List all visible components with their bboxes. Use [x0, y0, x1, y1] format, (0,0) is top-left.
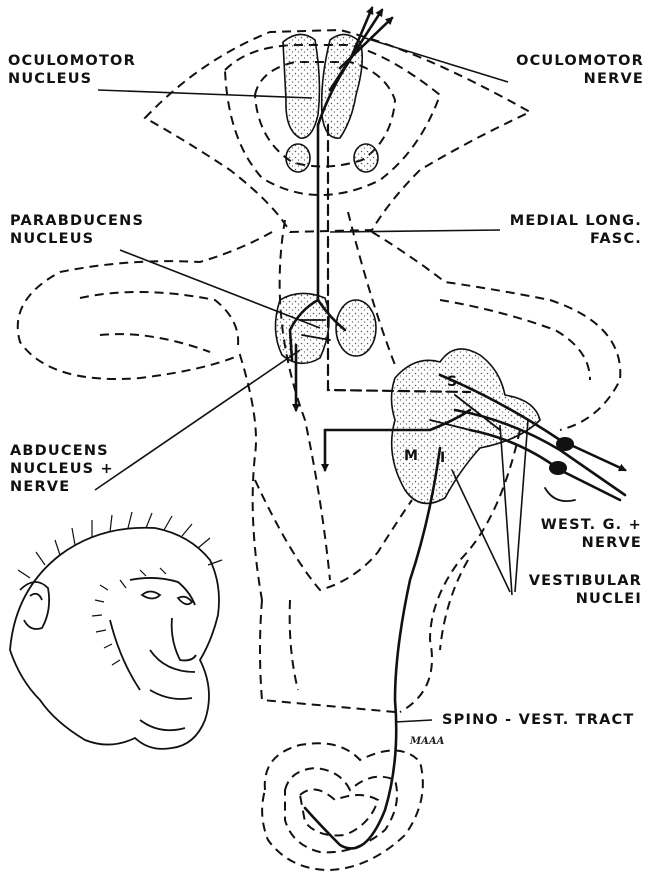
monkey-eye-left: [142, 592, 160, 599]
oculomotor-nucleus-left: [283, 34, 319, 138]
medial-long-fasc-label-line-2: FASC.: [500, 230, 642, 248]
parabducens-nucleus-label-line-2: NUCLEUS: [10, 230, 144, 248]
abducens-nucleus-nerve-label: ABDUCENS NUCLEUS + NERVE: [10, 442, 114, 496]
oculomotor-nerve-label: OCULOMOTOR NERVE: [508, 52, 644, 88]
trochlear-nucleus-right: [354, 144, 378, 172]
oculomotor-nerve-label-line-1: OCULOMOTOR: [508, 52, 644, 70]
medial-long-fasc-label: MEDIAL LONG. FASC.: [500, 212, 642, 248]
fourth-ventricle-outline: [280, 220, 330, 580]
vest-g-nerve-label-line-2: NERVE: [520, 534, 642, 552]
parabducens-nucleus-label: PARABDUCENS NUCLEUS: [10, 212, 144, 248]
monkey-muzzle: [150, 650, 195, 699]
vestibular-nuclei-label: VESTIBULAR NUCLEI: [510, 572, 642, 608]
abducens-label-line-3: NERVE: [10, 478, 114, 496]
leader-oculomotor-nucleus: [98, 90, 312, 98]
monkey-fur-cheek: [92, 568, 166, 665]
trochlear-nucleus-left: [286, 144, 310, 172]
spino-vest-tract-label: SPINO - VEST. TRACT: [442, 711, 634, 729]
spino-vestibular-tract: [305, 448, 440, 848]
oculomotor-nucleus-label-line-1: OCULOMOTOR: [8, 52, 136, 70]
spinal-cord-grey-outline: [300, 790, 378, 836]
abducens-label-line-2: NUCLEUS +: [10, 460, 114, 478]
parabducens-nucleus-label-line-1: PARABDUCENS: [10, 212, 144, 230]
leader-abducens: [95, 350, 300, 490]
vestibular-complex: [392, 349, 541, 504]
left-lobe-outline: [100, 334, 210, 352]
monkey-brow: [130, 578, 195, 605]
left-peduncle-outline: [18, 232, 272, 600]
vestibular-ganglion-upper: [556, 437, 574, 451]
medulla-lower-outline: [255, 480, 412, 590]
spinal-cord-inner-outline: [285, 768, 397, 852]
monkey-nose: [172, 618, 196, 660]
medulla-inner-right: [440, 560, 468, 650]
spino-vest-tract-label-text: SPINO - VEST. TRACT: [442, 711, 634, 729]
artist-signature: MAAA: [410, 736, 444, 747]
monkey-head-illustration: [10, 512, 222, 749]
monkey-cheek: [110, 620, 140, 690]
monkey-fur-top: [18, 512, 222, 578]
medial-vestibular-letter: M: [404, 448, 418, 464]
monkey-ear-inner: [30, 594, 42, 600]
oculomotor-nerve-label-line-2: NERVE: [508, 70, 644, 88]
vestibular-ganglion-lower: [549, 461, 567, 475]
vestibular-nuclei-label-line-2: NUCLEI: [510, 590, 642, 608]
oculomotor-nucleus-label-line-2: NUCLEUS: [8, 70, 136, 88]
oculomotor-nucleus-label: OCULOMOTOR NUCLEUS: [8, 52, 136, 88]
monkey-ear: [20, 582, 49, 629]
monkey-eye-right: [178, 597, 192, 605]
leader-parabducens: [120, 250, 320, 328]
superior-vestibular-letter: S: [447, 374, 457, 390]
vest-g-nerve-label: WEST. G. + NERVE: [520, 516, 642, 552]
leader-vestibular-2: [500, 425, 512, 595]
leader-spino-vest: [395, 720, 432, 722]
left-inner-peduncle-outline: [80, 292, 238, 345]
medial-long-fasc-label-line-1: MEDIAL LONG.: [500, 212, 642, 230]
vestibular-nuclei-label-line-1: VESTIBULAR: [510, 572, 642, 590]
medulla-inner-left: [290, 600, 298, 690]
monkey-chin: [140, 720, 185, 730]
vest-g-nerve-label-line-1: WEST. G. +: [520, 516, 642, 534]
vestibular-ganglion-bracket: [545, 488, 575, 501]
abducens-label-line-1: ABDUCENS: [10, 442, 114, 460]
inferior-vestibular-letter: I: [440, 450, 445, 466]
medulla-bottom-left: [260, 600, 395, 712]
